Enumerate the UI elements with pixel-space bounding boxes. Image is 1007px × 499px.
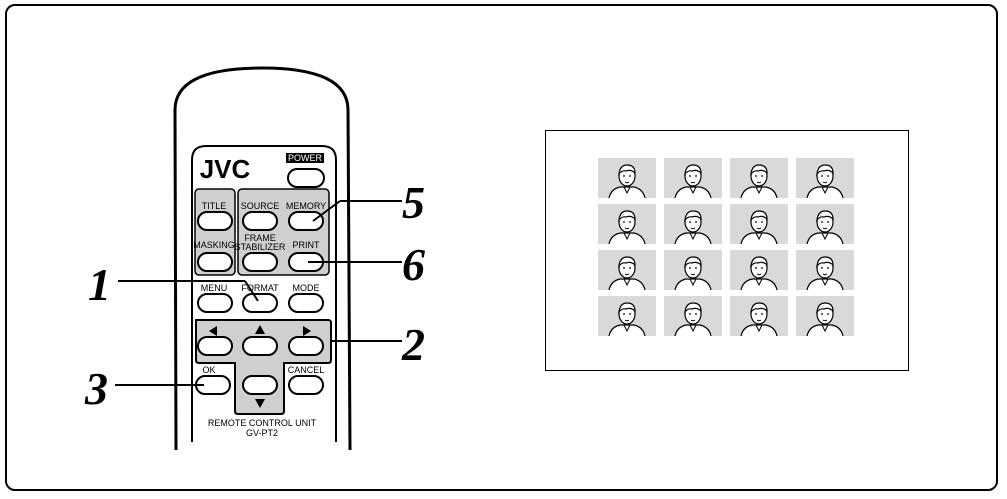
menu-button[interactable] xyxy=(197,293,233,313)
menu-label: MENU xyxy=(201,283,228,293)
portrait-face-icon xyxy=(674,210,712,244)
portrait-face-icon xyxy=(674,302,712,336)
portrait-face-icon xyxy=(608,256,646,290)
portrait-face-icon xyxy=(806,210,844,244)
portrait-thumbnail xyxy=(730,296,788,336)
ok-label: OK xyxy=(202,365,215,375)
portrait-thumbnail xyxy=(796,204,854,244)
portrait-thumbnail xyxy=(796,250,854,290)
model-line-1: REMOTE CONTROL UNIT xyxy=(208,418,317,428)
portrait-thumbnail xyxy=(598,296,656,336)
portrait-thumbnail xyxy=(664,296,722,336)
stabilizer-label: STABILIZER xyxy=(235,242,286,252)
portrait-face-icon xyxy=(806,302,844,336)
memory-label: MEMORY xyxy=(286,201,326,211)
portrait-face-icon xyxy=(740,164,778,198)
cancel-button[interactable] xyxy=(288,375,324,395)
portrait-face-icon xyxy=(608,302,646,336)
title-label: TITLE xyxy=(202,201,227,211)
portrait-thumbnail xyxy=(664,158,722,198)
left-button[interactable] xyxy=(197,336,233,356)
portrait-face-icon xyxy=(674,256,712,290)
callout-2: 2 xyxy=(401,319,425,370)
portrait-thumbnail xyxy=(796,158,854,198)
portrait-face-icon xyxy=(806,164,844,198)
callout-5: 5 xyxy=(402,177,425,228)
source-label: SOURCE xyxy=(241,201,280,211)
mode-button[interactable] xyxy=(288,293,324,313)
right-button[interactable] xyxy=(288,336,324,356)
up-button[interactable] xyxy=(242,336,278,356)
portrait-face-icon xyxy=(740,302,778,336)
portrait-thumbnail xyxy=(598,158,656,198)
print-preview-sheet xyxy=(545,130,909,371)
power-label: POWER xyxy=(288,153,323,163)
portrait-face-icon xyxy=(608,210,646,244)
down-button[interactable] xyxy=(242,375,278,395)
portrait-thumbnail xyxy=(730,250,788,290)
format-button[interactable] xyxy=(242,293,278,313)
power-label-bg xyxy=(286,153,324,163)
callout-1-line xyxy=(244,280,259,302)
power-button[interactable] xyxy=(287,168,325,188)
masking-label: MASKING xyxy=(193,240,235,250)
memory-button[interactable] xyxy=(288,211,324,231)
print-label: PRINT xyxy=(293,240,321,250)
portrait-face-icon xyxy=(674,164,712,198)
portrait-thumbnail xyxy=(796,296,854,336)
format-label: FORMAT xyxy=(241,283,279,293)
title-button[interactable] xyxy=(197,211,233,231)
model-line-2: GV-PT2 xyxy=(246,428,278,438)
portrait-thumbnail xyxy=(664,204,722,244)
portrait-thumbnail xyxy=(664,250,722,290)
down-arrow-icon xyxy=(255,399,265,408)
masking-button[interactable] xyxy=(197,252,233,272)
callout-5-line xyxy=(312,200,341,222)
remote-body-outline xyxy=(173,66,352,451)
callout-6: 6 xyxy=(402,239,425,290)
cancel-label: CANCEL xyxy=(288,365,325,375)
up-arrow-icon xyxy=(255,325,265,334)
remote-panel-outline xyxy=(191,145,337,442)
callout-1: 1 xyxy=(88,259,111,310)
mode-label: MODE xyxy=(293,283,320,293)
right-arrow-icon xyxy=(303,326,311,336)
portrait-face-icon xyxy=(740,256,778,290)
frame-stabilizer-button[interactable] xyxy=(242,252,278,272)
portrait-thumbnail xyxy=(730,204,788,244)
portrait-face-icon xyxy=(740,210,778,244)
source-button[interactable] xyxy=(242,211,278,231)
callout-3: 3 xyxy=(84,363,108,414)
portrait-thumbnail xyxy=(730,158,788,198)
portrait-face-icon xyxy=(608,164,646,198)
frame-label: FRAME xyxy=(244,233,276,243)
portrait-thumbnail xyxy=(598,204,656,244)
portrait-face-icon xyxy=(806,256,844,290)
brand-logo: JVC xyxy=(200,154,251,184)
portrait-thumbnail xyxy=(598,250,656,290)
left-arrow-icon xyxy=(209,326,217,336)
